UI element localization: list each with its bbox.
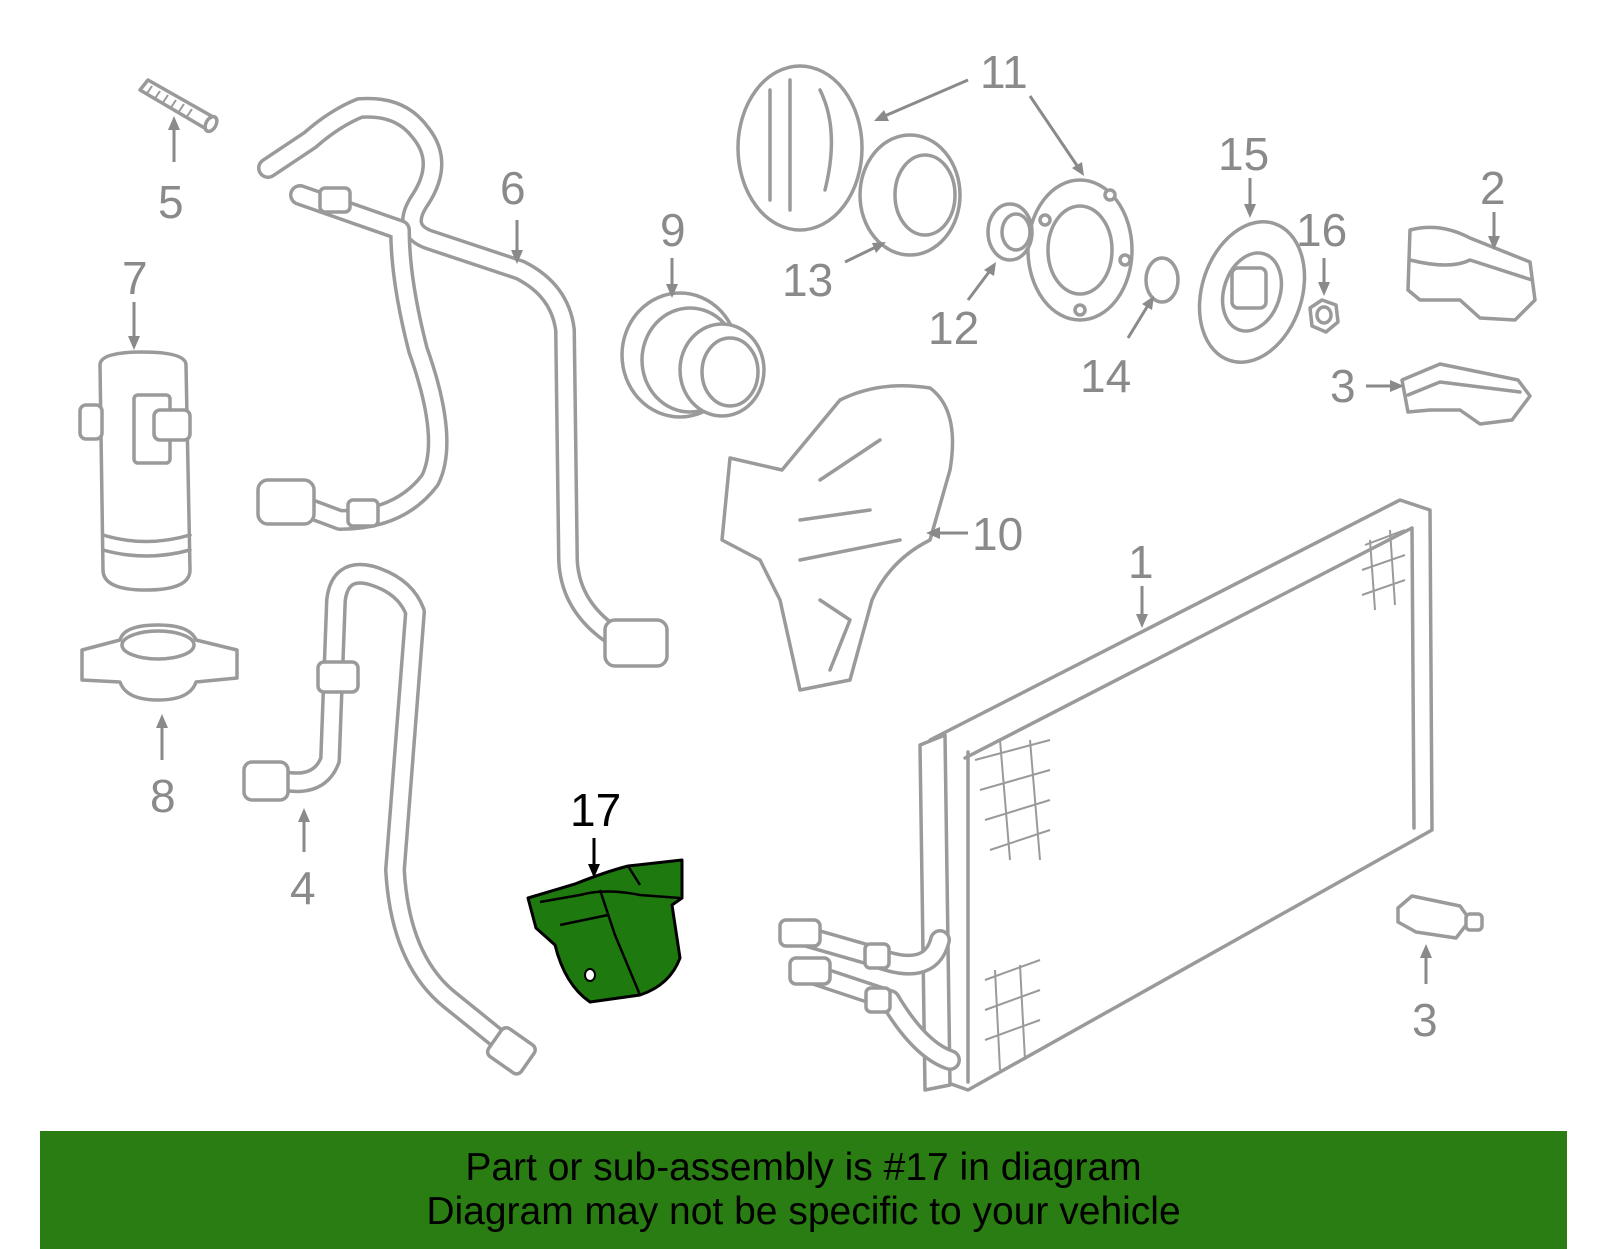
callout-12[interactable]: 12 [928,302,979,354]
banner-background [40,1131,1567,1249]
part-6-hose-assembly[interactable] [256,96,669,668]
part-17-body[interactable] [526,858,684,1004]
arrowhead-13 [872,242,886,253]
part-17-hole [584,968,596,982]
callout-9[interactable]: 9 [660,204,686,256]
part-5-stud[interactable] [138,78,219,134]
callout-3a[interactable]: 3 [1330,360,1356,412]
part-13-rotor[interactable] [858,133,962,257]
part-8-bracket[interactable] [80,623,239,702]
banner-line-2: Diagram may not be specific to your vehi… [426,1190,1181,1233]
arrowhead-3b [1420,944,1432,958]
callout-16[interactable]: 16 [1296,204,1347,256]
banner-line-1: Part or sub-assembly is #17 in diagram [465,1146,1142,1189]
arrowhead-14 [1142,296,1154,310]
leader-11a [879,78,969,120]
arrowhead-10 [926,527,940,539]
callout-3b[interactable]: 3 [1412,994,1438,1046]
arrowhead-6 [511,250,523,264]
arrowhead-15 [1244,204,1256,218]
arrowhead-12 [984,262,996,276]
arrowhead-2 [1488,236,1500,250]
part-3-insulator-upper[interactable] [1400,362,1532,426]
callout-4[interactable]: 4 [290,862,316,914]
part-10-bracket[interactable] [720,383,955,692]
part-15-rear-head[interactable] [1182,208,1322,376]
callout-13[interactable]: 13 [782,254,833,306]
callout-17[interactable]: 17 [570,784,621,836]
part-16-nut[interactable] [1308,298,1340,334]
info-banner: Part or sub-assembly is #17 in diagram D… [40,1131,1567,1249]
callout-5[interactable]: 5 [158,176,184,228]
callout-6[interactable]: 6 [500,162,526,214]
leader-12 [966,267,994,301]
arrowhead-3a [1390,380,1404,392]
part-2-insulator[interactable] [1406,225,1537,322]
arrowhead-9 [666,284,678,298]
leader-14 [1126,301,1152,339]
arrowhead-5 [168,116,180,130]
part-12-seal[interactable] [986,202,1034,262]
leader-11b [1028,95,1082,171]
callout-11[interactable]: 11 [980,46,1028,98]
arrowhead-17 [588,864,600,878]
arrowhead-16 [1318,282,1330,296]
part-11-compressor-housing[interactable] [736,64,1134,322]
arrowhead-8 [156,714,168,728]
arrowhead-11a [874,110,889,121]
callout-1[interactable]: 1 [1128,536,1154,588]
part-17-mount-highlighted[interactable] [526,858,684,1004]
part-3-insulator-lower[interactable] [1396,894,1484,940]
part-4-liquid-line[interactable] [242,562,538,1076]
part-7-receiver-drier[interactable] [78,350,192,592]
arrowhead-11b [1072,162,1084,176]
part-17-detail [539,865,681,996]
part-9-clutch-pulley[interactable] [620,291,766,419]
arrowhead-7 [128,336,140,350]
callout-8[interactable]: 8 [150,770,176,822]
callout-15[interactable]: 15 [1218,128,1269,180]
arrowhead-4 [298,808,310,822]
part-1-condenser[interactable] [778,498,1434,1092]
callout-7[interactable]: 7 [122,252,148,304]
part-14-o-ring[interactable] [1144,256,1180,304]
arrowhead-1 [1136,614,1148,628]
callout-2[interactable]: 2 [1480,162,1506,214]
callout-10[interactable]: 10 [972,508,1023,560]
callout-14[interactable]: 14 [1080,350,1131,402]
